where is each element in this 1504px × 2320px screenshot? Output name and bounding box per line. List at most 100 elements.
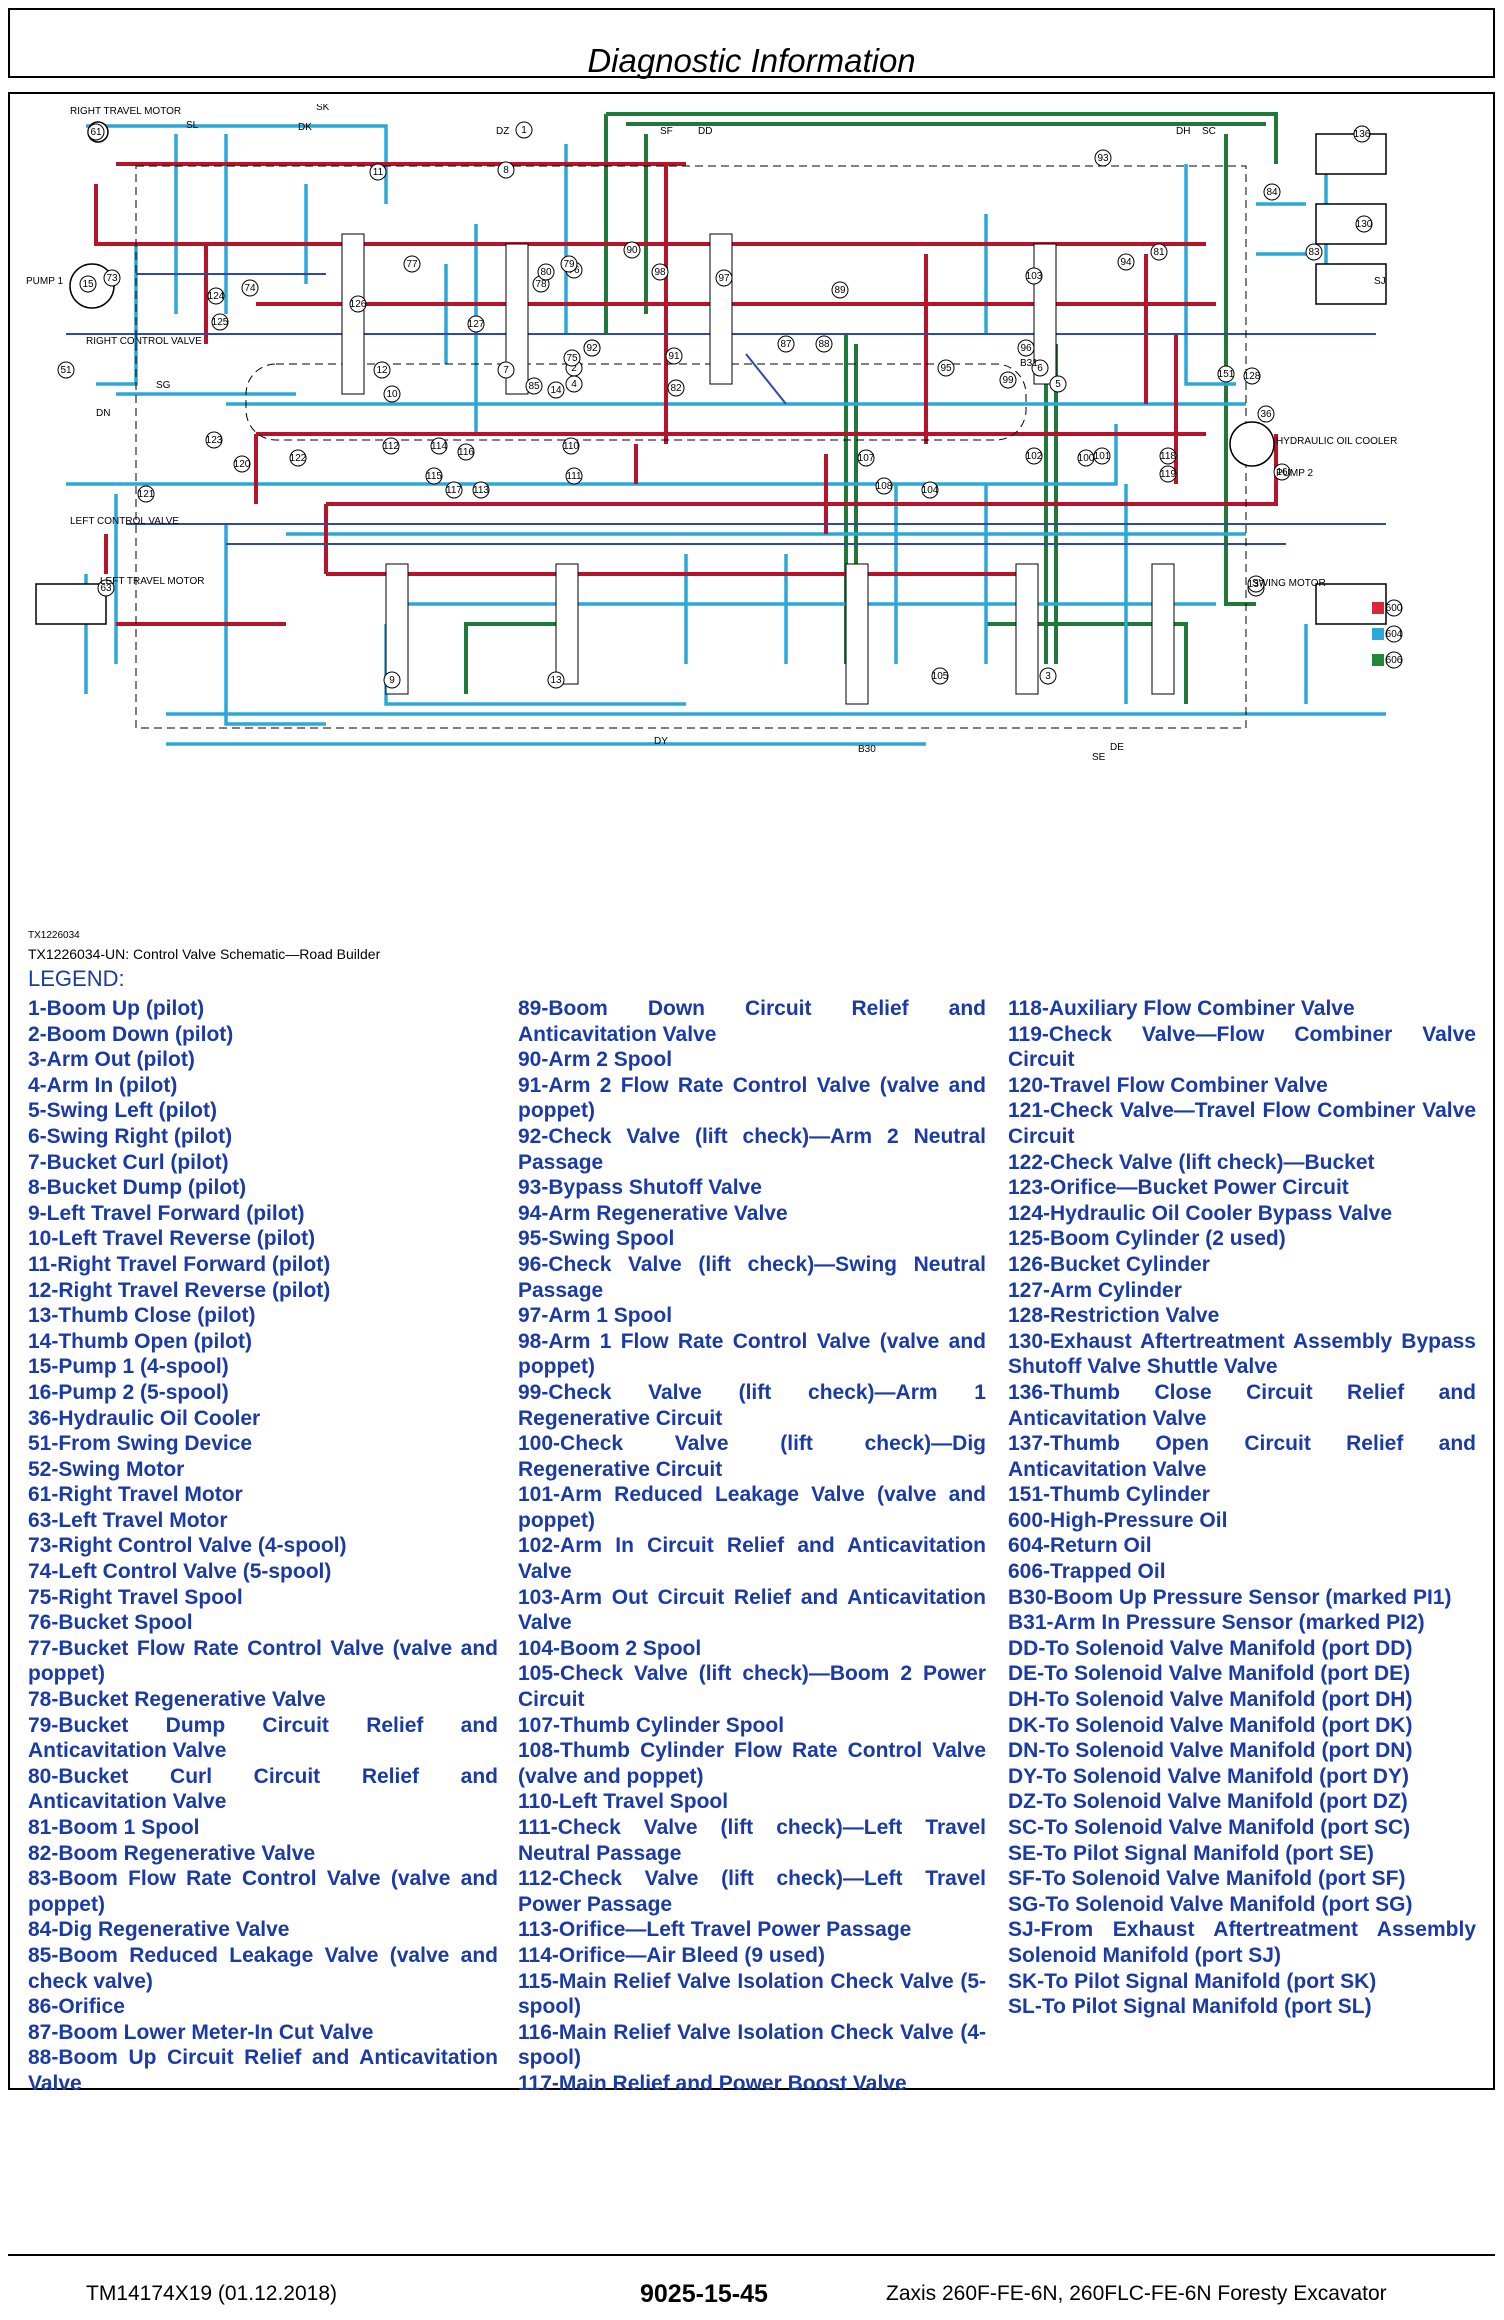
callout-number: 92: [586, 343, 598, 354]
legend-item: 81-Boom 1 Spool: [28, 1816, 200, 1839]
callout-number: 93: [1097, 153, 1109, 164]
legend-item: 112-Check Valve (lift check)—Left Travel…: [518, 1867, 986, 1916]
callout-bubble: [373, 361, 391, 379]
legend-item: 75-Right Travel Spool: [28, 1585, 243, 1609]
callout-bubble: [211, 313, 229, 331]
legend-item: DN-To Solenoid Valve Manifold (port DN): [1008, 1739, 1413, 1763]
callout-number: 124: [208, 291, 225, 302]
legend-item: 2-Boom Down (pilot): [28, 1022, 234, 1046]
callout-bubble: [207, 287, 225, 305]
legend-item: 61-Right Travel Motor: [28, 1483, 243, 1507]
callout-number: 7: [503, 365, 509, 376]
label-sk: SK: [316, 104, 330, 113]
callout-number: 78: [535, 279, 547, 290]
callout-bubble: [430, 437, 448, 455]
callout-number: 83: [1308, 247, 1320, 258]
callout-bubble: [1031, 359, 1049, 377]
legend-item: 9-Left Travel Forward (pilot): [28, 1201, 305, 1225]
callout-bubble: [667, 379, 685, 397]
callout-number: 11: [373, 167, 384, 178]
key-bubble: [1385, 651, 1403, 669]
callout-number: 136: [1354, 129, 1371, 140]
legend-item: 15-Pump 1 (4-spool): [28, 1355, 229, 1379]
high-pressure-lines: [94, 162, 1278, 626]
callout-number: 9: [389, 675, 395, 686]
legend-item: 79-Bucket Dump Circuit Relief and Antica…: [28, 1713, 498, 1763]
callout-bubble: [383, 671, 401, 689]
callout-bubble: [233, 455, 251, 473]
callout-number: 120: [234, 459, 251, 470]
legend-column-1: 1-Boom Up (pilot)2-Boom Down (pilot)3-Ar…: [28, 996, 498, 2097]
callout-number: 121: [138, 489, 155, 500]
callout-number: 79: [563, 259, 575, 270]
callout-number: 100: [1078, 453, 1095, 464]
legend-item: 121-Check Valve—Travel Flow Combiner Val…: [1008, 1099, 1476, 1148]
legend-item: 151-Thumb Cylinder: [1008, 1483, 1210, 1507]
callout-bubble: [875, 477, 893, 495]
legend-item: 13-Thumb Close (pilot): [28, 1304, 256, 1328]
callout-bubble: [1049, 375, 1067, 393]
callout-number: 6: [1037, 363, 1043, 374]
callout-bubble: [457, 443, 475, 461]
legend-item: DY-To Solenoid Valve Manifold (port DY): [1008, 1764, 1409, 1788]
callout-number: 115: [426, 471, 442, 482]
legend-item: 88-Boom Up Circuit Relief and Anticavita…: [28, 2046, 498, 2095]
legend-item: 51-From Swing Device: [28, 1432, 253, 1456]
label-pump2: PUMP 2: [1276, 468, 1313, 479]
legend-item: SK-To Pilot Signal Manifold (port SK): [1008, 1969, 1377, 1993]
legend-item: 110-Left Travel Spool: [518, 1790, 729, 1814]
legend-item: 77-Bucket Flow Rate Control Valve (valve…: [28, 1636, 498, 1686]
callout-number: 111: [566, 471, 582, 482]
callout-number: 36: [1260, 409, 1272, 420]
legend-column-2: 89-Boom Down Circuit Relief and Anticavi…: [518, 996, 986, 2097]
callout-number: 15: [82, 279, 94, 290]
callout-bubble: [1305, 243, 1323, 261]
key-code: 606: [1386, 655, 1403, 666]
callout-number: 105: [932, 671, 949, 682]
callout-bubble: [472, 481, 490, 499]
callout-number: 108: [876, 481, 893, 492]
callout-number: 16: [1276, 467, 1288, 478]
callout-number: 107: [858, 453, 875, 464]
callout-number: 13: [550, 675, 562, 686]
footer-rule: [8, 2254, 1495, 2256]
callout-bubble: [57, 361, 75, 379]
legend-item: 118-Auxiliary Flow Combiner Valve: [1008, 997, 1355, 1020]
callout-bubble: [497, 361, 515, 379]
legend-item: 137-Thumb Open Circuit Relief and Antica…: [1008, 1432, 1476, 1481]
callout-number: 3: [1045, 671, 1051, 682]
callout-bubble: [999, 371, 1017, 389]
callout-bubble: [205, 431, 223, 449]
callout-bubble: [857, 449, 875, 467]
legend-item: DZ-To Solenoid Valve Manifold (port DZ): [1008, 1790, 1408, 1814]
legend-item: DK-To Solenoid Valve Manifold (port DK): [1008, 1713, 1413, 1737]
legend-item: 96-Check Valve (lift check)—Swing Neutra…: [518, 1252, 986, 1302]
callout-bubble: [1247, 575, 1265, 593]
callout-bubble: [525, 377, 543, 395]
label-b30: B30: [858, 744, 876, 755]
legend-item: 122-Check Valve (lift check)—Bucket: [1008, 1150, 1375, 1174]
callout-bubble: [515, 121, 533, 139]
callout-number: 74: [244, 283, 256, 294]
label-dd: DD: [698, 126, 712, 137]
callout-bubble: [1117, 253, 1135, 271]
legend-item: 63-Left Travel Motor: [28, 1508, 228, 1532]
legend-item: 126-Bucket Cylinder: [1008, 1252, 1210, 1276]
callout-number: 91: [668, 351, 680, 362]
callout-number: 8: [503, 165, 509, 176]
legend-item: 108-Thumb Cylinder Flow Rate Control Val…: [518, 1739, 986, 1788]
key-code: 600: [1386, 603, 1403, 614]
legend-item: 83-Boom Flow Rate Control Valve (valve a…: [28, 1867, 498, 1916]
legend-item: 7-Bucket Curl (pilot): [28, 1150, 229, 1174]
callout-bubble: [651, 263, 669, 281]
callout-bubble: [1273, 463, 1291, 481]
legend-item: 5-Swing Left (pilot): [28, 1099, 217, 1123]
legend-item: 107-Thumb Cylinder Spool: [518, 1713, 785, 1737]
legend-item: 82-Boom Regenerative Valve: [28, 1841, 316, 1865]
legend-item: SE-To Pilot Signal Manifold (port SE): [1008, 1841, 1374, 1865]
label-b31: B31: [1020, 358, 1038, 369]
legend-item: 1-Boom Up (pilot): [28, 997, 205, 1020]
label-sc: SC: [1202, 126, 1216, 137]
label-dh: DH: [1176, 126, 1190, 137]
